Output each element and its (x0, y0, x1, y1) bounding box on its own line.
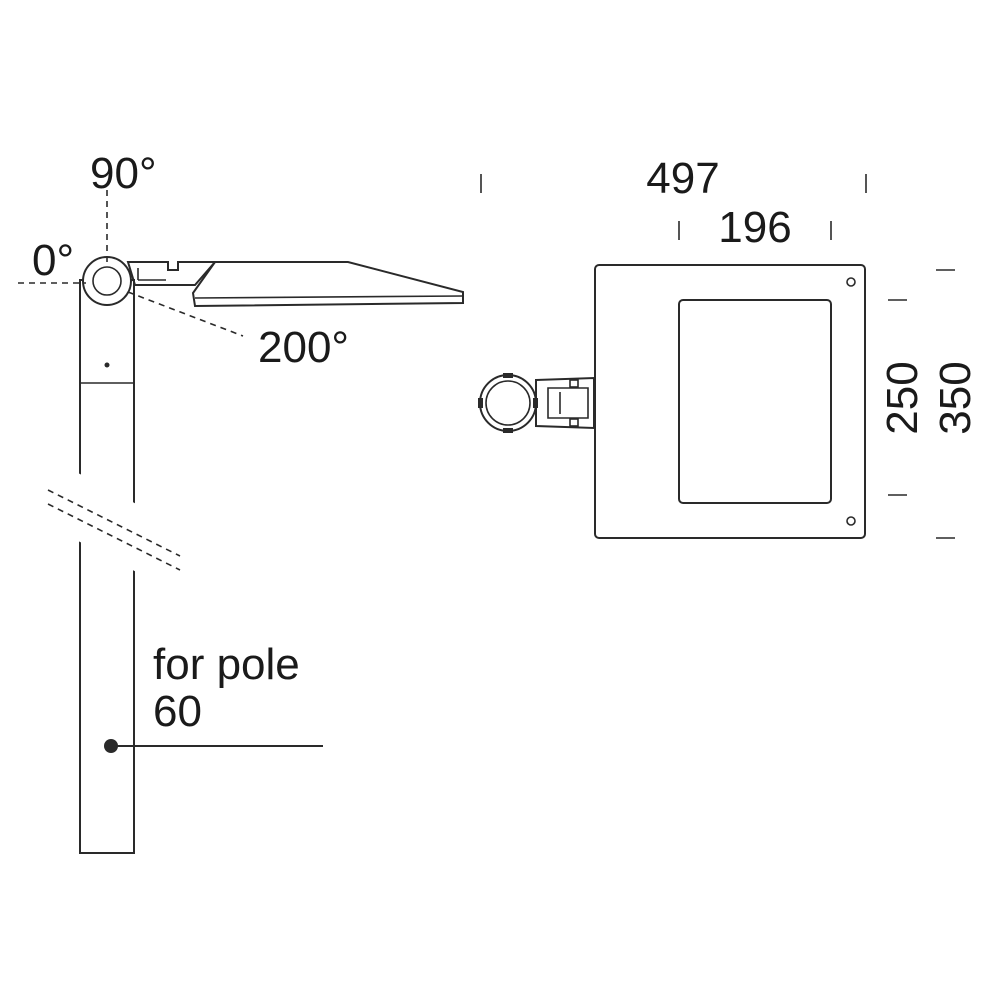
pole-label-line2: 60 (153, 687, 202, 736)
top-view: 497 196 250 350 (478, 154, 980, 539)
angle-0-label: 0° (32, 236, 74, 285)
bracket-arm (126, 261, 218, 286)
angle-200-label: 200° (258, 323, 349, 372)
luminaire-housing (594, 264, 866, 539)
angle-guides (18, 190, 244, 337)
angle-90-label: 90° (90, 149, 157, 198)
dim-total-height: 350 (931, 361, 980, 434)
pivot-joint (82, 256, 132, 306)
pole (34, 279, 195, 854)
top-arm-bracket (535, 376, 595, 430)
pole-leader (104, 739, 323, 753)
luminaire-head (191, 261, 464, 308)
pole-label-line1: for pole (153, 640, 300, 689)
dim-lens-height: 250 (878, 361, 927, 434)
mounting-ring (478, 373, 538, 433)
side-view: 90° 0° 200° for pole 60 (18, 149, 464, 854)
dimension-ticks (480, 174, 955, 539)
dim-total-width: 497 (646, 154, 719, 203)
dim-lens-width: 196 (718, 203, 791, 252)
